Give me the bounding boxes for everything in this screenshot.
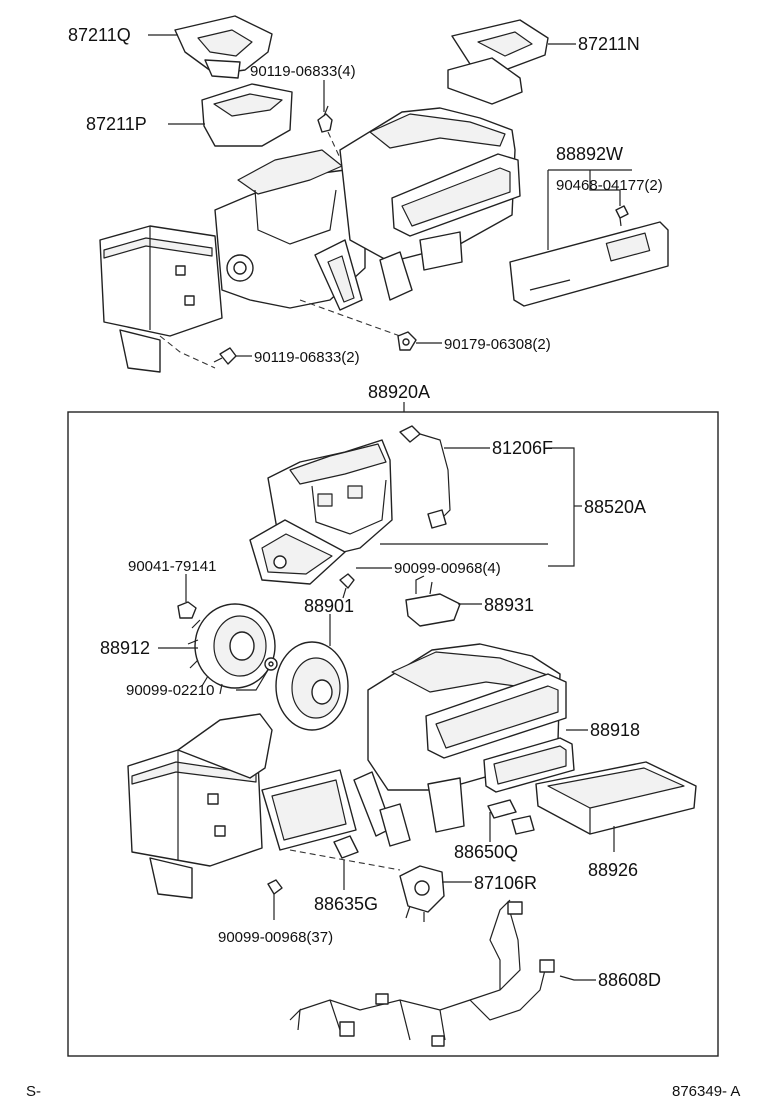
- label-88920a: 88920A: [368, 382, 430, 402]
- heater-assembly-top-drawing: [99, 107, 521, 373]
- label-90468-04177-2: 90468-04177(2): [556, 177, 663, 194]
- label-88520a: 88520A: [584, 497, 646, 517]
- label-88931: 88931: [484, 595, 534, 615]
- footer-drawing-number: 876349- A: [672, 1083, 740, 1100]
- label-88635g: 88635G: [314, 894, 378, 914]
- footer-left-code: S-: [26, 1083, 41, 1100]
- label-90099-02210: 90099-02210: [126, 682, 214, 699]
- screw-90119-06833-4-drawing: [317, 105, 341, 159]
- wire-harness-88608d-drawing: [289, 899, 555, 1047]
- sensor-88650q-drawing: [487, 799, 535, 835]
- label-87211p: 87211P: [86, 114, 147, 134]
- label-88901: 88901: [304, 596, 354, 616]
- label-90179-06308-2: 90179-06308(2): [444, 336, 551, 353]
- bracket-88520a: [548, 447, 575, 567]
- screw-90099-00968-4-drawing: [339, 573, 355, 599]
- filter-case-88926-drawing: [535, 761, 697, 835]
- leader-90468-04177: [589, 170, 621, 206]
- upper-case-88520a-drawing: [249, 439, 393, 585]
- label-88892w: 88892W: [556, 144, 623, 164]
- label-87211n: 87211N: [578, 34, 640, 54]
- fan-88912-drawing: [187, 603, 276, 695]
- actuator-88635g-drawing: [333, 835, 359, 890]
- label-90041-79141: 90041-79141: [128, 558, 216, 575]
- label-87106r: 87106R: [474, 873, 537, 893]
- bolt-90119-06833-2-drawing: [213, 347, 237, 365]
- nut-90179-06308-2-drawing: [397, 331, 417, 351]
- label-87211q: 87211Q: [68, 25, 131, 45]
- resistor-88931-drawing: [405, 575, 461, 627]
- dashed-guide-lower: [289, 849, 401, 871]
- label-88608d: 88608D: [598, 970, 661, 990]
- motor-88901-drawing: [275, 614, 349, 731]
- servo-87106r-drawing: [399, 865, 445, 922]
- label-90119-06833-4: 90119-06833(4): [250, 63, 356, 80]
- wire-81206f-drawing: [399, 425, 451, 529]
- leader-88608d: [559, 975, 596, 981]
- label-88650q: 88650Q: [454, 842, 518, 862]
- assembly-88920a-frame: [67, 411, 719, 1057]
- label-88926: 88926: [588, 860, 638, 880]
- duct-87211q-drawing: [174, 15, 273, 79]
- washer-90099-02210-drawing: [236, 657, 278, 691]
- dashed-guide-right: [299, 299, 401, 337]
- nut-90041-79141-drawing: [177, 574, 197, 619]
- label-81206f: 81206F: [492, 438, 553, 458]
- screw-90099-00968-37-drawing: [267, 879, 283, 920]
- label-90099-00968-37: 90099-00968(37): [218, 929, 333, 946]
- dashed-guide-left: [159, 335, 216, 369]
- label-88912: 88912: [100, 638, 150, 658]
- filter-88918-drawing: [483, 737, 575, 793]
- duct-87211p-drawing: [201, 83, 293, 147]
- label-90119-06833-2: 90119-06833(2): [254, 349, 360, 366]
- filter-cover-88892w-drawing: [509, 205, 669, 307]
- label-88918: 88918: [590, 720, 640, 740]
- label-90099-00968-4: 90099-00968(4): [394, 560, 501, 577]
- duct-87211n-drawing: [447, 19, 549, 105]
